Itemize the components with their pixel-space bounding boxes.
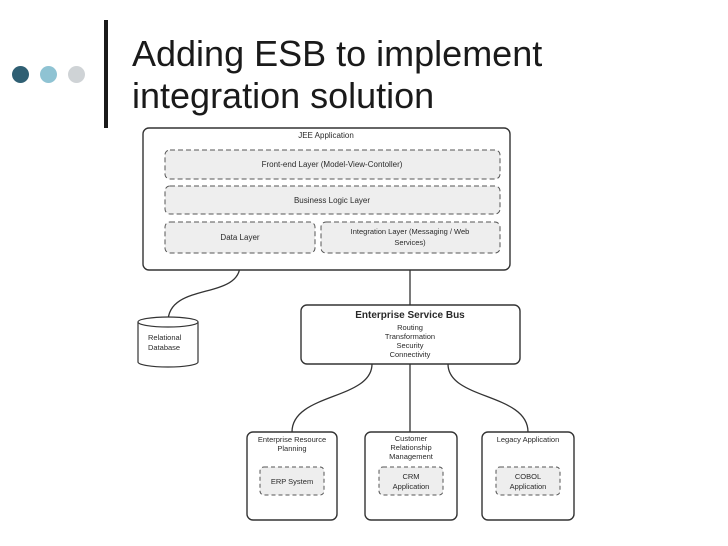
crm-app-line2: Application [393, 482, 430, 491]
database-label-line2: Database [148, 343, 180, 352]
crm-title-line2: Relationship [390, 443, 431, 452]
enterprise-service-bus: Enterprise Service Bus Routing Transform… [300, 304, 521, 365]
relational-database: Relational Database [137, 316, 199, 368]
legacy-app-line1: COBOL [515, 472, 541, 481]
slide-title: Adding ESB to implement integration solu… [132, 33, 542, 117]
dot-gray [68, 66, 85, 83]
esb-feature-connectivity: Connectivity [390, 350, 431, 359]
decorative-dots [12, 66, 102, 86]
database-label-line1: Relational [148, 333, 182, 342]
legacy-box: Legacy Application COBOL Application [481, 431, 575, 521]
connector-esb-to-legacy [447, 363, 529, 433]
data-layer: Data Layer [164, 221, 316, 254]
crm-title-line3: Management [389, 452, 434, 461]
esb-title: Enterprise Service Bus [355, 310, 465, 321]
front-end-layer: Front-end Layer (Model-View-Contoller) [164, 149, 501, 180]
dot-dark [12, 66, 29, 83]
data-layer-label: Data Layer [220, 233, 259, 242]
jee-application-title: JEE Application [298, 131, 354, 140]
legacy-app-line2: Application [510, 482, 547, 491]
erp-title-line2: Planning [277, 444, 306, 453]
crm-box: Customer Relationship Management CRM App… [364, 431, 458, 521]
title-divider [104, 20, 108, 128]
esb-feature-transformation: Transformation [385, 332, 435, 341]
erp-system-label: ERP System [271, 477, 313, 486]
business-logic-layer-label: Business Logic Layer [294, 196, 370, 205]
erp-box: Enterprise Resource Planning ERP System [246, 431, 338, 521]
front-end-layer-label: Front-end Layer (Model-View-Contoller) [262, 160, 403, 169]
integration-layer-label-line1: Integration Layer (Messaging / Web [351, 227, 470, 236]
erp-title-line1: Enterprise Resource [258, 435, 326, 444]
jee-application: JEE Application Front-end Layer (Model-V… [142, 127, 511, 271]
slide-title-line2: integration solution [132, 75, 435, 116]
crm-title-line1: Customer [395, 434, 428, 443]
slide-title-line1: Adding ESB to implement [132, 33, 543, 74]
connector-esb-to-erp [291, 363, 373, 433]
esb-feature-routing: Routing [397, 323, 423, 332]
legacy-title: Legacy Application [497, 435, 560, 444]
integration-layer-label-line2: Services) [394, 238, 426, 247]
business-logic-layer: Business Logic Layer [164, 185, 501, 215]
dot-light-blue [40, 66, 57, 83]
crm-app-line1: CRM [402, 472, 419, 481]
integration-layer: Integration Layer (Messaging / Web Servi… [320, 221, 501, 254]
esb-feature-security: Security [396, 341, 423, 350]
